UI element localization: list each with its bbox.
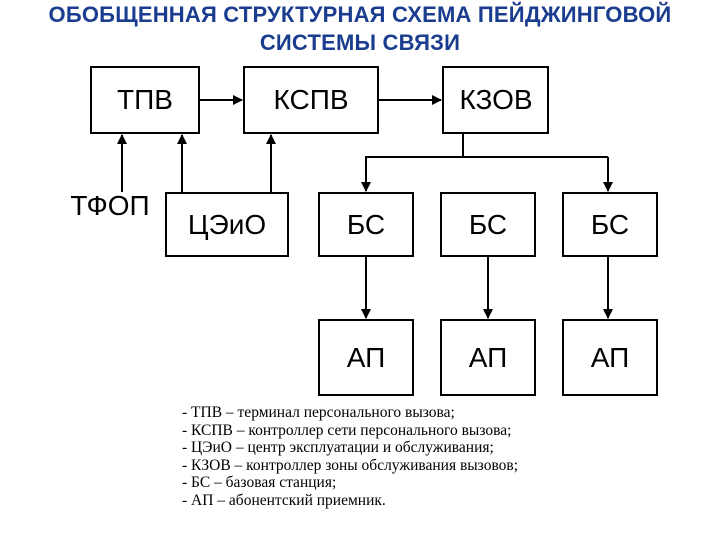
bs-label-3: БС (591, 209, 629, 240)
legend-list: - ТПВ – терминал персонального вызова; -… (182, 404, 642, 510)
legend-item-kspv: - КСПВ – контроллер сети персонального в… (182, 421, 512, 439)
legend-item-ap: - АП – абонентский приемник. (182, 491, 386, 509)
bs-box-3 (562, 192, 658, 257)
ap-box-3 (562, 319, 658, 396)
line-kzov-bus (361, 133, 464, 192)
bs-label-2: БС (469, 209, 507, 240)
ap-box-2 (440, 319, 536, 396)
tfop-label: ТФОП (70, 190, 149, 221)
kzov-box (442, 66, 549, 134)
legend-item-kzov: - КЗОВ – контроллер зоны обслуживания вы… (182, 456, 519, 474)
ap-box-1 (318, 319, 414, 396)
legend-item-tseio: - ЦЭиО – центр эксплуатации и обслуживан… (182, 439, 494, 457)
ap-label-3: АП (591, 342, 630, 373)
legend-item-tpv: - ТПВ – терминал персонального вызова; (182, 404, 455, 421)
bs-box-1 (318, 192, 414, 257)
tseio-box (165, 192, 289, 257)
kspv-label: КСПВ (273, 84, 348, 115)
page-title-line-1: ОБОБЩЕННАЯ СТРУКТУРНАЯ СХЕМА ПЕЙДЖИНГОВО… (48, 2, 672, 27)
bs-box-2 (440, 192, 536, 257)
legend-item-bs: - БС – базовая станция; (182, 474, 337, 492)
tpv-box (90, 66, 200, 134)
tpv-label: ТПВ (117, 84, 173, 115)
kzov-label: КЗОВ (459, 84, 532, 115)
ap-label-1: АП (347, 342, 386, 373)
tseio-label: ЦЭиО (188, 209, 266, 240)
ap-label-2: АП (469, 342, 508, 373)
page-title-line-2: СИСТЕМЫ СВЯЗИ (259, 30, 461, 55)
bs-label-1: БС (347, 209, 385, 240)
